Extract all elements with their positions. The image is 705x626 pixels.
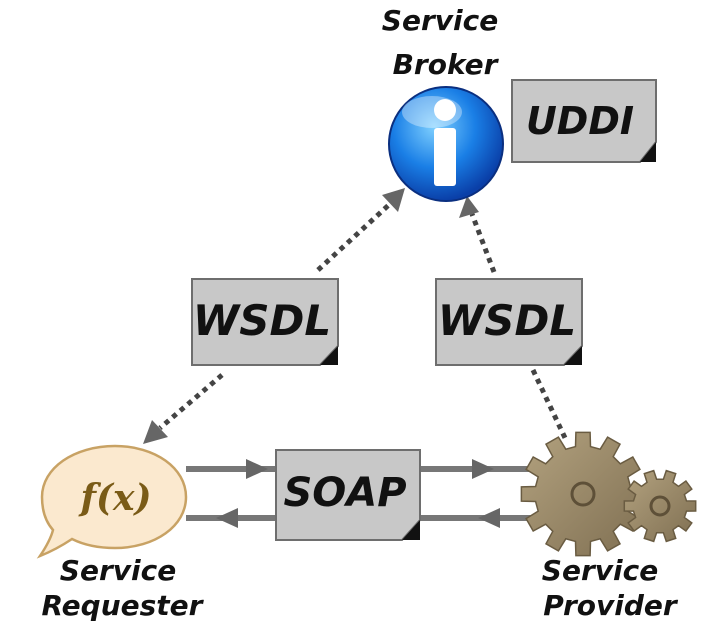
broker-label-line2: Broker [393,48,500,81]
service-requester: f(x) Service Requester [36,444,205,622]
connector-wsdl-left-to-requester [158,373,224,430]
wsdl-right-document-fold [564,346,582,365]
arrowhead-to-broker-left [382,188,405,212]
info-icon-dot [434,99,456,121]
soap-document: SOAP [275,449,421,541]
connector-wsdl-right-to-provider [530,368,569,442]
arrowhead-to-requester [143,420,168,444]
speech-bubble-icon [36,444,188,559]
provider-label-line2: Provider [543,589,679,622]
soap-document-fold [402,520,420,540]
info-icon-stem [434,128,456,186]
service-broker: Service Broker [382,4,504,202]
requester-label-line2: Requester [42,589,205,622]
requester-symbol: f(x) [77,477,151,519]
wsdl-right-document: WSDL [435,278,583,366]
small-gear-body [623,469,697,543]
uddi-document: UDDI [511,79,657,163]
dotted-connectors [158,200,569,442]
requester-label-line1: Service [60,554,176,587]
large-gear-icon [520,431,646,557]
wsdl-left-label: WSDL [193,296,331,345]
wsdl-left-document-fold [320,346,338,365]
arrowhead-response-left [216,508,238,528]
gears-icon [520,431,697,557]
large-gear-body [520,431,646,557]
arrowhead-to-broker-right [459,196,479,218]
small-gear-icon [623,469,697,543]
uddi-label: UDDI [526,99,634,143]
large-gear-hub [570,481,596,507]
connector-wsdl-right-to-broker [469,213,497,273]
arrowhead-response-right [478,508,500,528]
provider-label-line1: Service [542,554,658,587]
uddi-document-fold [640,142,656,162]
soap-label: SOAP [283,470,406,516]
service-provider: Service Provider [520,431,697,622]
wsdl-right-label: WSDL [438,296,576,345]
wsdl-left-document: WSDL [191,278,339,366]
small-gear-hub [649,495,671,517]
connector-wsdl-left-to-broker [316,200,394,272]
broker-label-line1: Service [382,4,498,37]
arrowhead-request-right [472,459,494,479]
arrowhead-request-left [246,459,268,479]
